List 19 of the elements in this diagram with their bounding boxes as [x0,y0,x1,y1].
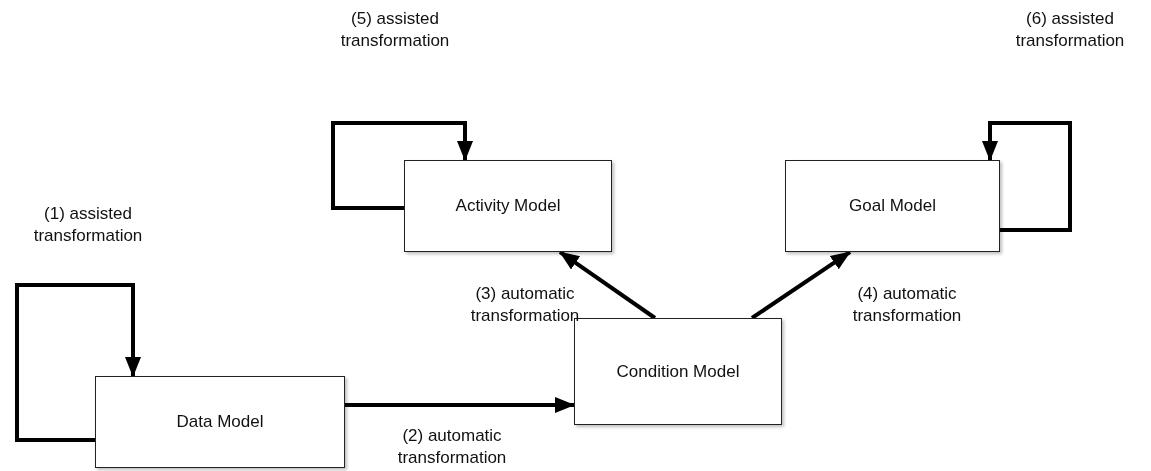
model-box [404,160,612,252]
arrow [558,250,657,320]
arrow [750,250,852,320]
edge-label: (4) automatic transformation [851,283,963,327]
edge-label: (1) assisted transformation [32,203,144,247]
edge-label: (6) assisted transformation [1014,8,1126,52]
arrow [15,283,141,442]
arrow [345,397,575,413]
model-box [785,160,1000,252]
node-label: Data Model [176,412,264,432]
edge-label: (5) assisted transformation [339,8,451,52]
arrow [331,121,473,210]
model-box [95,376,345,468]
node-label: Goal Model [849,196,936,216]
arrow [982,121,1072,232]
node-label: Activity Model [455,196,561,216]
edge-label: (2) automatic transformation [396,425,508,469]
edge-label: (3) automatic transformation [469,283,581,327]
node-label: Condition Model [616,361,740,382]
